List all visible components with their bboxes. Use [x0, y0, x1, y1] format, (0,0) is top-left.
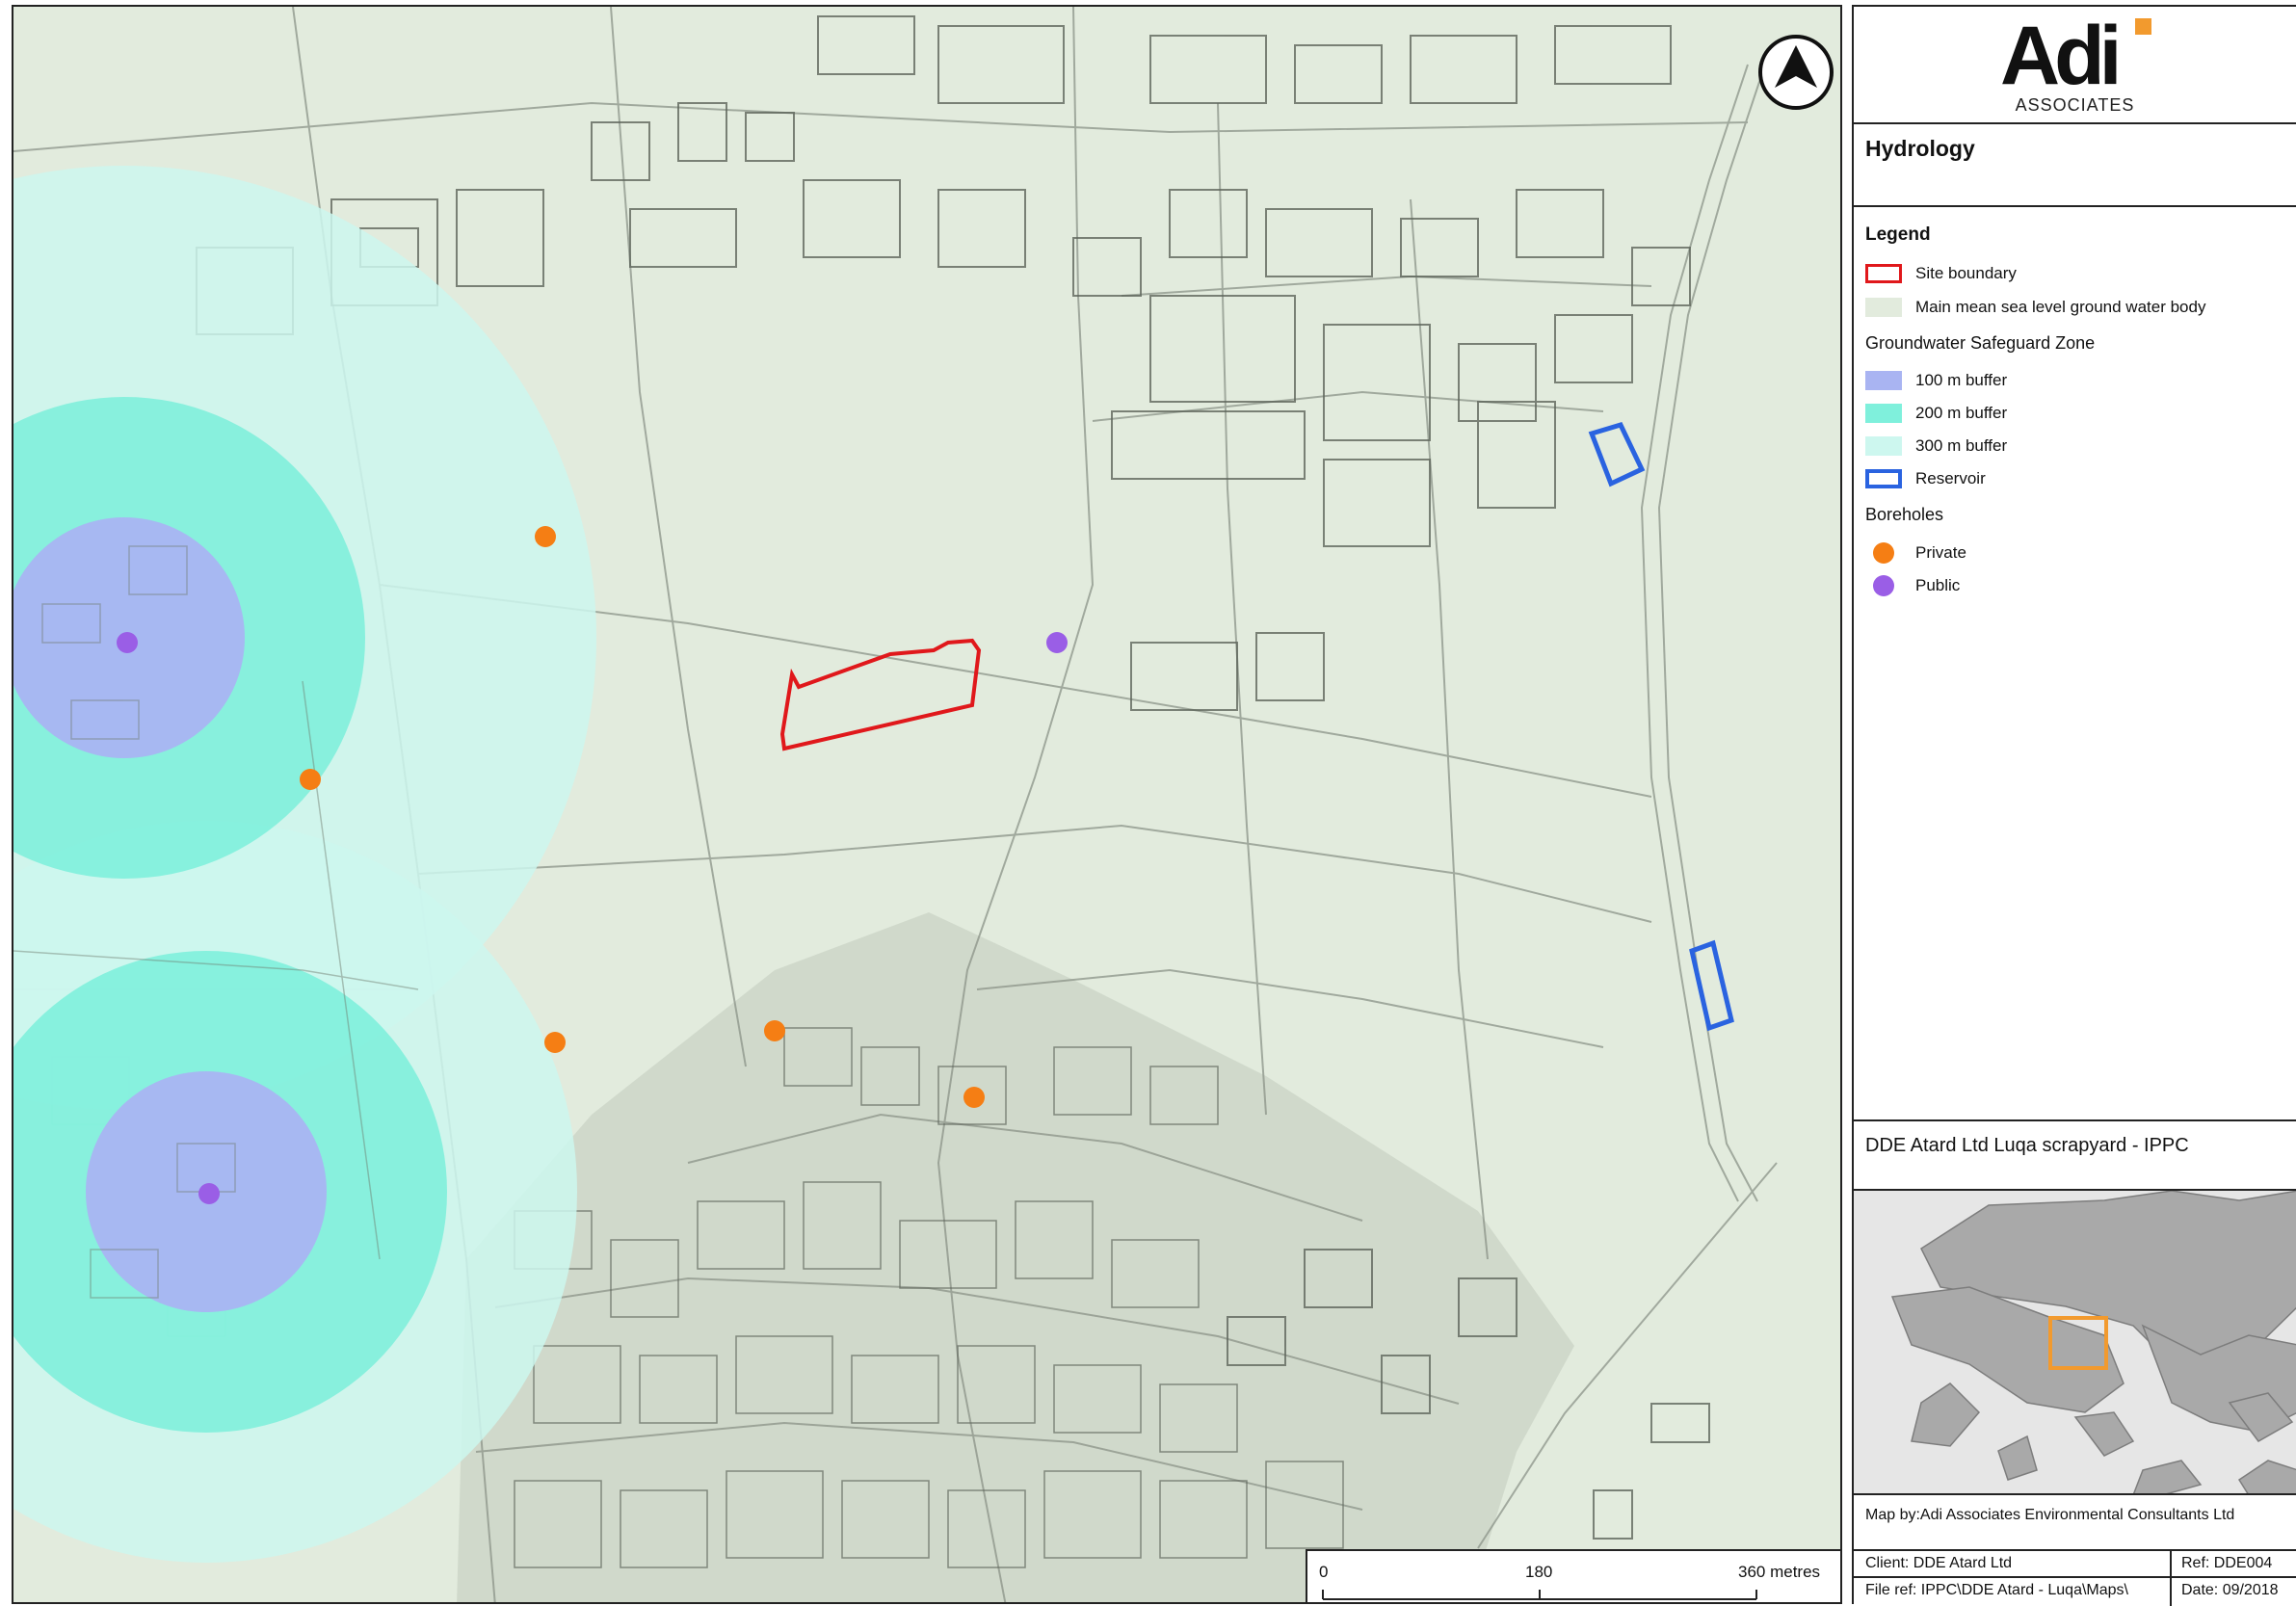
inset-location-box — [2048, 1316, 2108, 1370]
date-label: Date: 09/2018 — [2181, 1582, 2279, 1598]
info-divider — [2170, 1551, 2172, 1606]
borehole-private[interactable] — [764, 1020, 785, 1041]
reservoir-north — [1588, 421, 1646, 487]
legend-item-reservoir: Reservoir — [1865, 466, 1986, 491]
north-arrow-icon — [1758, 35, 1834, 110]
logo-section: Adi ASSOCIATES — [1854, 7, 2296, 124]
legend-subheading-safeguard: Groundwater Safeguard Zone — [1865, 333, 2096, 353]
map-credit: Map by:Adi Associates Environmental Cons… — [1865, 1507, 2235, 1523]
borehole-public[interactable] — [198, 1183, 220, 1204]
legend-item-water-body: Main mean sea level ground water body — [1865, 295, 2205, 320]
project-title: DDE Atard Ltd Luqa scrapyard - IPPC — [1865, 1135, 2189, 1156]
legend-subheading-boreholes: Boreholes — [1865, 505, 1944, 524]
buffer-100-swatch — [1865, 371, 1902, 390]
scale-tick-180: 180 — [1525, 1563, 1553, 1581]
buffer-300-swatch — [1865, 436, 1902, 456]
legend-label: Public — [1915, 576, 1961, 594]
legend-label: Private — [1915, 543, 1966, 562]
legend-heading: Legend — [1865, 224, 1931, 245]
inset-map-svg — [1854, 1191, 2296, 1493]
boreholes — [117, 526, 1068, 1204]
info-panel: Adi ASSOCIATES Hydrology Legend Site bou… — [1852, 5, 2296, 1606]
legend-label: 100 m buffer — [1915, 371, 2008, 389]
title-section: Hydrology — [1854, 124, 2296, 207]
project-section: DDE Atard Ltd Luqa scrapyard - IPPC — [1854, 1119, 2296, 1191]
scale-bar: 0 180 360 metres — [1306, 1549, 1840, 1602]
legend-item-public: Public — [1865, 573, 1960, 598]
scale-tick-360: 360 metres — [1738, 1563, 1821, 1581]
reservoirs — [1588, 421, 1734, 1032]
brand-subtitle: ASSOCIATES — [2015, 95, 2135, 115]
safeguard-zone-buffers — [13, 166, 596, 1563]
credit-section: Map by:Adi Associates Environmental Cons… — [1854, 1495, 2296, 1551]
info-table: Client: DDE Atard Ltd Ref: DDE004 File r… — [1854, 1551, 2296, 1606]
legend-label: Main mean sea level ground water body — [1915, 298, 2206, 316]
brand-logo: Adi — [2000, 10, 2123, 102]
borehole-private[interactable] — [544, 1032, 566, 1053]
map-title: Hydrology — [1865, 136, 1975, 161]
reservoir-south — [1689, 939, 1734, 1032]
file-ref-label: File ref: IPPC\DDE Atard - Luqa\Maps\ — [1865, 1582, 2128, 1598]
client-label: Client: DDE Atard Ltd — [1865, 1555, 2013, 1571]
site-boundary-swatch — [1865, 264, 1902, 283]
legend-label: 300 m buffer — [1915, 436, 2008, 455]
private-borehole-swatch — [1873, 542, 1894, 564]
legend-label: 200 m buffer — [1915, 404, 2008, 422]
buffer-200-swatch — [1865, 404, 1902, 423]
logo-accent-square — [2135, 18, 2151, 35]
ref-label: Ref: DDE004 — [2181, 1555, 2273, 1571]
building-footprints — [196, 15, 1710, 1540]
legend-label: Reservoir — [1915, 469, 1986, 487]
info-hline — [1854, 1576, 2296, 1578]
map-layer — [13, 7, 1840, 1602]
legend-label: Site boundary — [1915, 264, 2017, 282]
map-canvas[interactable]: 0 180 360 metres — [12, 5, 1842, 1604]
scale-line — [1322, 1590, 1757, 1600]
legend-item-buffer-200: 200 m buffer — [1865, 401, 2007, 426]
legend-item-private: Private — [1865, 540, 1966, 566]
location-inset-map — [1854, 1191, 2296, 1495]
borehole-public[interactable] — [1046, 632, 1068, 653]
legend-item-buffer-100: 100 m buffer — [1865, 368, 2007, 393]
site-boundary[interactable] — [779, 638, 982, 751]
reservoir-swatch — [1865, 469, 1902, 488]
borehole-public[interactable] — [117, 632, 138, 653]
legend-item-buffer-300: 300 m buffer — [1865, 434, 2007, 459]
public-borehole-swatch — [1873, 575, 1894, 596]
borehole-private[interactable] — [963, 1087, 985, 1108]
water-body-swatch — [1865, 298, 1902, 317]
borehole-private[interactable] — [300, 769, 321, 790]
scale-tick-0: 0 — [1319, 1563, 1329, 1581]
borehole-private[interactable] — [535, 526, 556, 547]
legend-item-site-boundary: Site boundary — [1865, 261, 2017, 286]
